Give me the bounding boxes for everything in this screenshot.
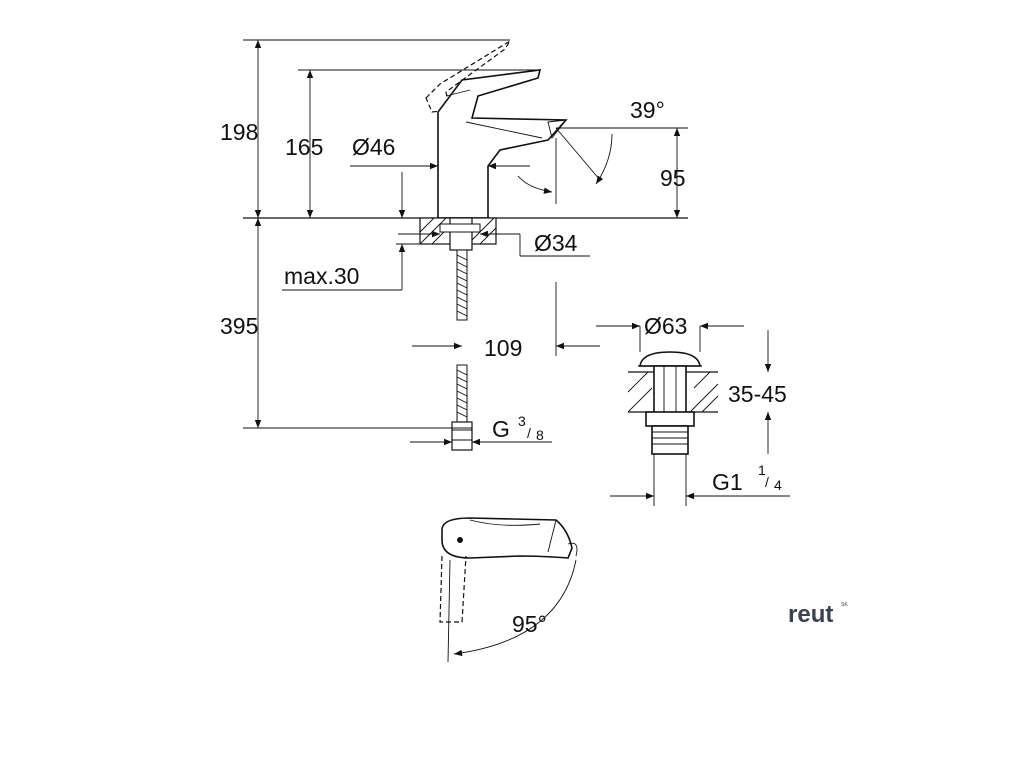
diameter-body-label: Ø46 <box>352 134 395 160</box>
max-thickness-label: max.30 <box>284 263 359 289</box>
dimension-395: 395 <box>220 218 472 429</box>
dimension-diameter-34: Ø34 <box>398 230 590 257</box>
top-view-tip <box>567 542 578 557</box>
faucet-top-view: 95° <box>439 517 578 663</box>
connection-denominator: 8 <box>536 427 544 443</box>
waste-fraction-slash: / <box>765 474 769 490</box>
top-view-detail <box>469 519 541 526</box>
fraction-slash: / <box>527 425 531 441</box>
waste-diameter-label: Ø63 <box>644 313 687 339</box>
waste-denominator: 4 <box>774 477 782 493</box>
height-spout-label: 165 <box>285 134 323 160</box>
height-total-label: 198 <box>220 119 258 145</box>
reut-logo: reut SK <box>788 601 848 628</box>
popup-waste-view: Ø63 35-45 G1 1 / 4 <box>596 313 790 506</box>
lever-rotated-outline <box>439 555 467 623</box>
faucet-body <box>437 69 568 219</box>
flow-arrow <box>517 175 553 194</box>
dimension-diameter-63: Ø63 <box>596 313 744 352</box>
swivel-angle-label: 95° <box>512 611 547 637</box>
dimension-198: 198 <box>220 39 510 218</box>
diameter-hole-label: Ø34 <box>534 230 578 256</box>
waste-body <box>653 365 687 419</box>
dimension-165: 165 <box>285 69 540 218</box>
waste-thread-section <box>651 425 689 455</box>
waste-thread-label: G1 <box>712 469 743 495</box>
dimension-95: 95 <box>660 128 686 218</box>
dimension-angle-39: 39° <box>555 97 688 185</box>
connection-numerator: 3 <box>518 413 526 429</box>
projection-label: 109 <box>484 335 522 361</box>
dimension-max-30: max.30 <box>282 172 420 291</box>
dimension-109: 109 <box>412 282 600 361</box>
waste-range-label: 35-45 <box>728 381 787 407</box>
dimension-angle-95: 95° <box>447 559 577 663</box>
lever-tip <box>537 69 541 79</box>
spout-angle-label: 39° <box>630 97 665 123</box>
top-view-edge <box>547 519 557 553</box>
connection-thread-label: G <box>492 416 510 442</box>
logo-tag: SK <box>841 602 848 608</box>
spout-outlet <box>547 119 568 140</box>
faucet-side-view: 198 165 Ø46 39° 95 <box>220 39 688 451</box>
dimension-g-3-8: G 3 / 8 <box>410 413 552 446</box>
dimension-35-45: 35-45 <box>728 330 787 454</box>
spout-seam <box>465 121 543 139</box>
indicator-dot <box>457 537 463 543</box>
waste-nut <box>645 411 695 427</box>
waste-cap <box>639 351 701 367</box>
spout-height-label: 95 <box>660 165 686 191</box>
lever-raised-outline <box>425 40 511 113</box>
hose-length-label: 395 <box>220 313 258 339</box>
lever-detail <box>445 89 471 97</box>
supply-hose <box>451 249 473 451</box>
top-view-body <box>441 517 573 559</box>
dimension-diameter-46: Ø46 <box>350 134 530 170</box>
dimension-g1-1-4: G1 1 / 4 <box>610 462 790 500</box>
waste-numerator: 1 <box>758 462 766 478</box>
logo-wordmark: reut <box>788 601 833 628</box>
